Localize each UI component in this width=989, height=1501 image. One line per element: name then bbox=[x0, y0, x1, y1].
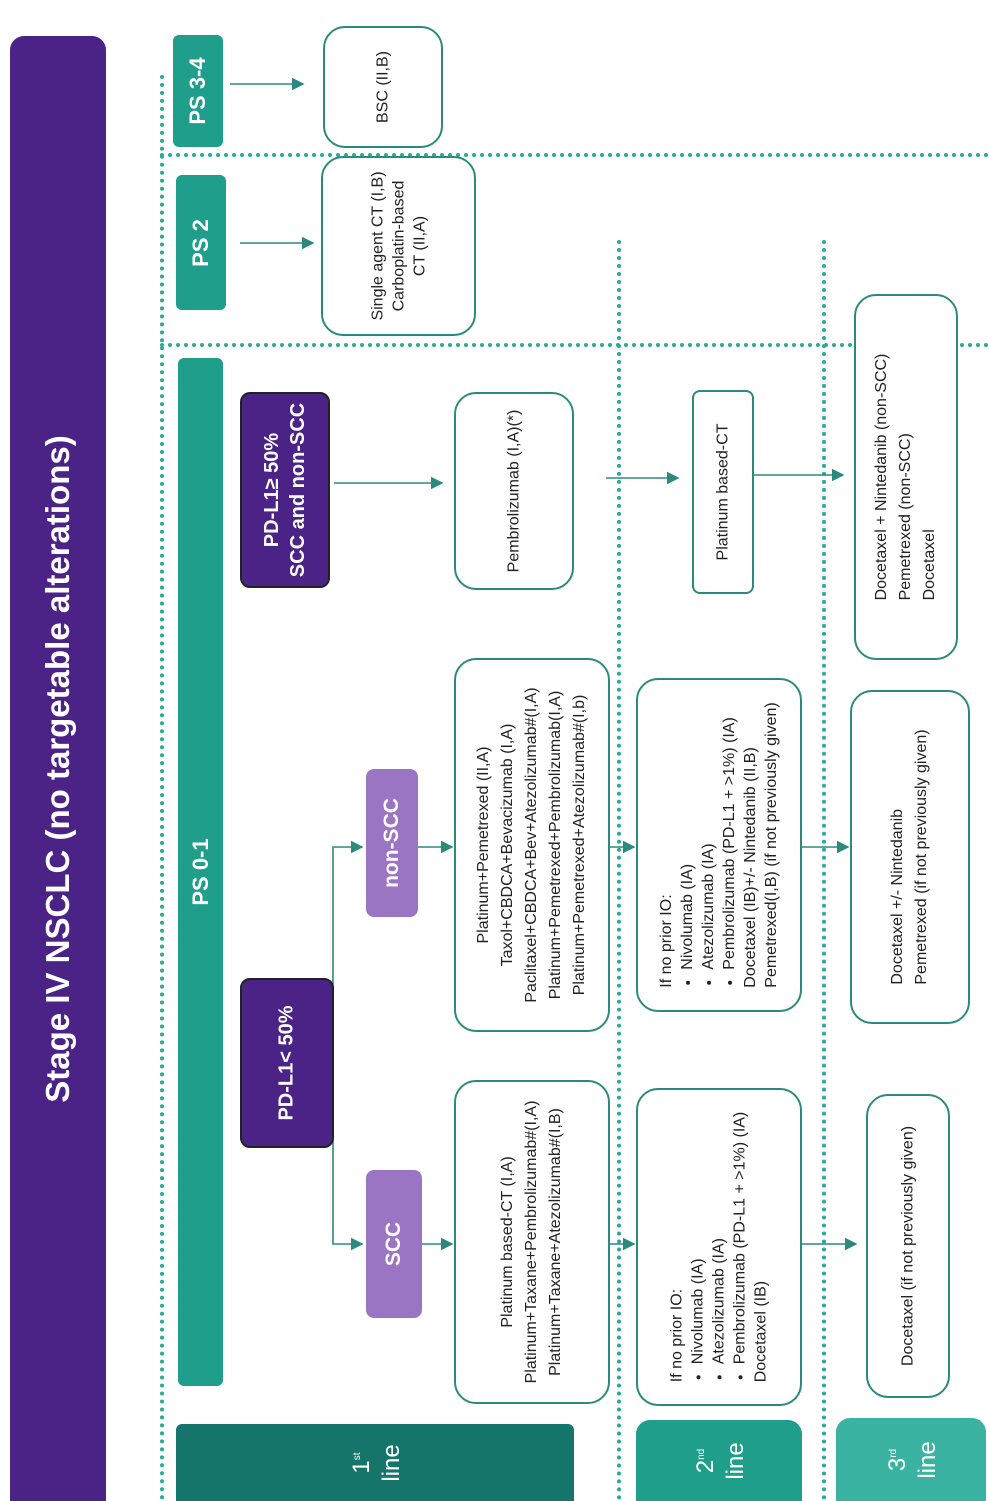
separator-col-1 bbox=[160, 75, 164, 1501]
bullet: Atezolizumab (IA) bbox=[709, 1112, 730, 1364]
regimen: Pemetrexed (if not previously given) bbox=[913, 729, 930, 985]
second-line-non-scc-box: If no prior IO: Nivolumab (IA) Atezolizu… bbox=[636, 678, 802, 1012]
bullet: Nivolumab (IA) bbox=[677, 702, 698, 970]
ps2-line: CT (II,A) bbox=[411, 215, 428, 277]
ps2-band: PS 2 bbox=[176, 175, 226, 310]
regimen: Platinum+Taxane+Pembrolizumab#(I,A) bbox=[523, 1100, 540, 1384]
second-line-tab: 2nd line bbox=[636, 1420, 802, 1501]
bullet: Nivolumab (IA) bbox=[688, 1112, 709, 1364]
ps34-treatment-box: BSC (II,B) bbox=[323, 26, 443, 148]
bullet: Pembrolizumab (PD-L1 + >1%) (IA) bbox=[719, 702, 740, 970]
pdl1-low-node: PD-L1< 50% bbox=[240, 978, 334, 1148]
regimen: Docetaxel +/- Nintedanib bbox=[889, 808, 906, 985]
line-suffix: rd bbox=[888, 1448, 899, 1458]
ps34-treatment: BSC (II,B) bbox=[374, 50, 392, 124]
separator-col-3 bbox=[822, 240, 826, 1501]
first-line-scc-box: Platinum based-CT (I,A) Platinum+Taxane+… bbox=[454, 1080, 610, 1404]
bullet: Pembrolizumab (PD-L1 + >1%) (IA) bbox=[730, 1112, 751, 1365]
separator-col-2 bbox=[617, 240, 621, 1501]
line-word: line bbox=[914, 1440, 941, 1479]
line-number: 2 bbox=[692, 1459, 719, 1473]
regimen: Platinum+Pemetrexed+Atezolizumab#(I,b) bbox=[571, 694, 588, 996]
line-word: line bbox=[378, 1443, 405, 1482]
pdl1-high-line: SCC and non-SCC bbox=[287, 402, 309, 578]
regimen: Docetaxel + Nintedanib (non-SCC) bbox=[873, 353, 890, 601]
non-scc-label: non-SCC bbox=[380, 798, 403, 888]
third-line-non-scc-text: Docetaxel +/- Nintedanib Pemetrexed (if … bbox=[886, 729, 934, 984]
second-line-non-scc-text: If no prior IO: Nivolumab (IA) Atezolizu… bbox=[656, 702, 782, 987]
third-line-tab: 3rd line bbox=[836, 1418, 986, 1501]
regimen: Platinum based-CT (I,A) bbox=[499, 1156, 516, 1328]
third-line-scc-text: Docetaxel (if not previously given) bbox=[899, 1125, 917, 1367]
ps2-treatment: Single agent CT (I,B) Carboplatin-based … bbox=[367, 171, 430, 320]
regimen: Docetaxel bbox=[921, 529, 938, 601]
third-line-label: 3rd line bbox=[879, 1441, 943, 1478]
first-line-non-scc-box: Platinum+Pemetrexed (II,A) Taxol+CBDCA+B… bbox=[454, 658, 610, 1032]
intro: If no prior IO: bbox=[668, 1288, 686, 1383]
first-line-high-box: Pembrolizumab (I,A)(*) bbox=[454, 392, 574, 590]
scc-node: SCC bbox=[366, 1170, 422, 1318]
third-line-high-text: Docetaxel + Nintedanib (non-SCC) Pemetre… bbox=[870, 354, 942, 601]
bullet: Atezolizumab (IA) bbox=[698, 702, 719, 969]
first-line-non-scc-text: Platinum+Pemetrexed (II,A) Taxol+CBDCA+B… bbox=[472, 687, 592, 1002]
regimen: Docetaxel (IB)+/- Nintedanib (II,B) bbox=[742, 747, 759, 988]
second-line-high-text: Platinum based-CT bbox=[714, 423, 732, 561]
regimen: Paclitaxel+CBDCA+Bev+Atezolizumab#(I,A) bbox=[523, 687, 540, 1003]
regimen: Pemetrexed (non-SCC) bbox=[897, 433, 914, 601]
third-line-non-scc-box: Docetaxel +/- Nintedanib Pemetrexed (if … bbox=[850, 690, 970, 1024]
line-number: 3 bbox=[884, 1457, 911, 1471]
regimen: Platinum+Pemetrexed+Pembrolizumab(I,A) bbox=[547, 690, 564, 1000]
line-suffix: st bbox=[352, 1451, 363, 1460]
pdl1-high-line: PD-L1≥ 50% bbox=[261, 432, 283, 548]
non-scc-node: non-SCC bbox=[366, 769, 418, 917]
pdl1-high-label: PD-L1≥ 50% SCC and non-SCC bbox=[259, 403, 311, 577]
regimen: Taxol+CBDCA+Bevacizumab (I,A) bbox=[499, 723, 516, 967]
third-line-scc-box: Docetaxel (if not previously given) bbox=[866, 1094, 950, 1398]
ps34-label: PS 3-4 bbox=[185, 57, 210, 125]
scc-label: SCC bbox=[382, 1221, 405, 1267]
intro: If no prior IO: bbox=[658, 894, 675, 988]
second-line-label: 2nd line bbox=[687, 1442, 751, 1479]
line-word: line bbox=[722, 1441, 749, 1480]
separator-ps2-ps01 bbox=[160, 343, 989, 347]
third-line-high-box: Docetaxel + Nintedanib (non-SCC) Pemetre… bbox=[854, 294, 958, 660]
ps34-band: PS 3-4 bbox=[173, 35, 223, 147]
first-line-scc-text: Platinum based-CT (I,A) Platinum+Taxane+… bbox=[496, 1101, 568, 1384]
regimen: Platinum+Pemetrexed (II,A) bbox=[475, 746, 492, 944]
ps2-label: PS 2 bbox=[188, 218, 213, 267]
line-suffix: nd bbox=[696, 1448, 707, 1460]
separator-ps34-ps2 bbox=[160, 153, 989, 157]
line-number: 1 bbox=[348, 1459, 375, 1474]
ps2-line: Carboplatin-based bbox=[390, 180, 407, 312]
pdl1-low-label: PD-L1< 50% bbox=[275, 1005, 298, 1121]
second-line-high-box: Platinum based-CT bbox=[692, 390, 754, 594]
first-line-tab: 1st line bbox=[176, 1424, 574, 1501]
pdl1-high-node: PD-L1≥ 50% SCC and non-SCC bbox=[240, 392, 330, 588]
second-line-scc-text: If no prior IO: Nivolumab (IA) Atezolizu… bbox=[667, 1112, 772, 1383]
regimen: Platinum+Taxane+Atezolizumab#(I,B) bbox=[547, 1108, 564, 1376]
ps2-line: Single agent CT (I,B) bbox=[369, 171, 386, 321]
first-line-high-text: Pembrolizumab (I,A)(*) bbox=[505, 409, 523, 573]
ps01-label: PS 0-1 bbox=[187, 838, 213, 906]
title-bar: Stage IV NSCLC (no targetable alteration… bbox=[10, 36, 106, 1501]
ps01-band: PS 0-1 bbox=[178, 358, 223, 1386]
first-line-label: 1st line bbox=[343, 1444, 407, 1481]
second-line-scc-box: If no prior IO: Nivolumab (IA) Atezolizu… bbox=[636, 1088, 802, 1406]
ps2-treatment-box: Single agent CT (I,B) Carboplatin-based … bbox=[321, 156, 476, 336]
regimen: Pemetrexed(I,B) (if not previously given… bbox=[763, 702, 780, 988]
regimen: Docetaxel (IB) bbox=[752, 1280, 770, 1383]
